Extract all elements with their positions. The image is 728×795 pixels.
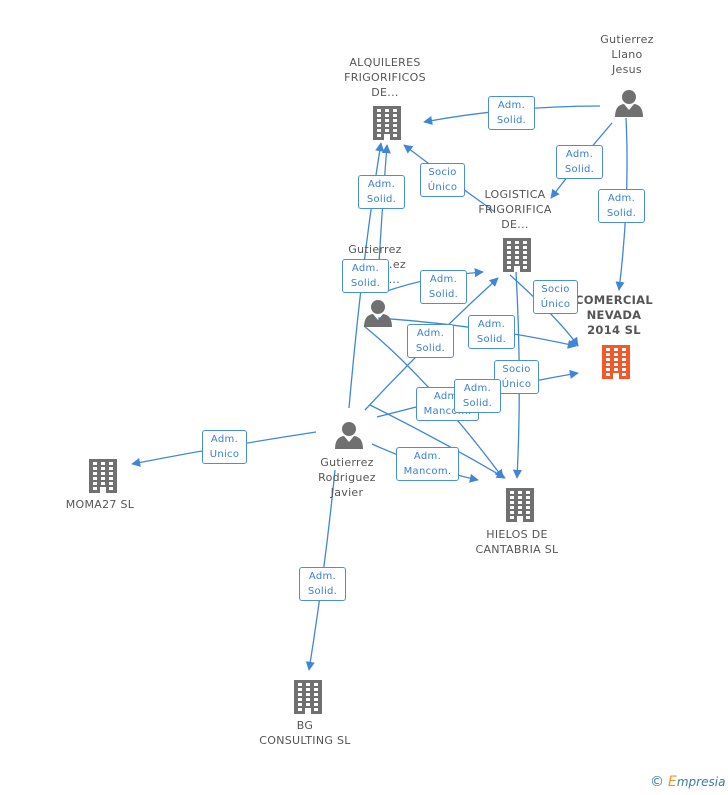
edge-label-line-2: Mancom. xyxy=(423,406,472,417)
edge-label-line-1: Adm. xyxy=(413,451,442,462)
edge-label-adm-solid[interactable]: Adm. Solid. xyxy=(358,175,405,209)
edge-label-adm-mancom[interactable]: Adm. Mancom. xyxy=(416,387,479,421)
copyright-icon: © xyxy=(650,774,664,790)
edge-label-adm-solid[interactable]: Adm. Solid. xyxy=(468,315,515,349)
logistica-line-2: FRIGORIFICA xyxy=(478,203,552,216)
brand-name: mpresia xyxy=(676,775,726,789)
node-alquileres-label[interactable]: ALQUILERES FRIGORIFICOS DE... xyxy=(335,55,435,100)
alquileres-building-icon[interactable] xyxy=(373,106,401,140)
brand-initial: E xyxy=(668,774,677,790)
comercial-line-2: NEVADA xyxy=(586,308,642,322)
rodriguez-line-1: Gutierrez xyxy=(320,456,374,469)
edge-label-line-1: Adm. xyxy=(565,149,594,160)
edge-label-line-1: Adm. xyxy=(367,179,396,190)
edge-label-line-1: Socio xyxy=(502,364,531,375)
rodriguez-person-icon[interactable] xyxy=(335,422,363,449)
alquileres-line-1: ALQUILERES xyxy=(349,56,421,69)
llano-person-icon[interactable] xyxy=(615,90,643,117)
edge-label-line-2: Solid. xyxy=(496,115,527,126)
edge-label-line-2: Solid. xyxy=(564,164,595,175)
edge-label-line-2: Solid. xyxy=(350,278,381,289)
gut-mid-line-1: Gutierrez xyxy=(348,243,402,256)
edge-label-line-1: Socio xyxy=(428,167,457,178)
edge-label-line-2: Solid. xyxy=(462,398,493,409)
comercial-line-1: COMERCIAL xyxy=(574,293,654,307)
edge-label-socio-unico[interactable]: Socio Único xyxy=(494,360,539,394)
edge-label-adm-unico[interactable]: Adm. Unico xyxy=(202,430,247,464)
alquileres-line-2: FRIGORIFICOS xyxy=(344,71,426,84)
edge-label-line-1: Adm. xyxy=(416,328,445,339)
logistica-building-icon[interactable] xyxy=(503,238,531,272)
alquileres-line-3: DE... xyxy=(371,86,399,99)
edge-label-socio-unico[interactable]: Socio Único xyxy=(533,280,578,314)
node-moma27-label[interactable]: MOMA27 SL xyxy=(55,497,145,512)
logistica-line-1: LOGISTICA xyxy=(484,188,546,201)
edge-label-line-1: Adm. xyxy=(429,274,458,285)
edge-label-line-2: Unico xyxy=(209,449,240,460)
bg-line-2: CONSULTING SL xyxy=(259,734,351,747)
node-llano-label[interactable]: Gutierrez Llano Jesus xyxy=(582,32,672,77)
edge-label-line-1: Adm. xyxy=(351,263,380,274)
comercial-line-3: 2014 SL xyxy=(587,323,641,337)
edge-label-line-1: Adm. xyxy=(308,571,337,582)
edge-label-adm-solid[interactable]: Adm. Solid. xyxy=(299,567,346,601)
edge-label-line-2: Único xyxy=(501,379,532,390)
edge-label-adm-solid[interactable]: Adm. Solid. xyxy=(420,270,467,304)
rodriguez-line-2: Rodriguez xyxy=(318,471,376,484)
node-rodriguez-label[interactable]: Gutierrez Rodriguez Javier xyxy=(302,455,392,500)
comercial-building-icon[interactable] xyxy=(602,345,630,379)
edge-label-line-1: Socio xyxy=(541,284,570,295)
edge-label-line-1: Adm. xyxy=(433,391,462,402)
llano-line-1: Gutierrez xyxy=(600,33,654,46)
llano-line-3: Jesus xyxy=(612,63,642,76)
node-hielos-label[interactable]: HIELOS DE CANTABRIA SL xyxy=(465,527,569,557)
node-icons xyxy=(89,90,643,714)
edge-label-adm-solid[interactable]: Adm. Solid. xyxy=(598,189,645,223)
edge-label-adm-mancom[interactable]: Adm. Mancom. xyxy=(396,447,459,481)
edge-label-line-1: Adm. xyxy=(497,100,526,111)
llano-line-2: Llano xyxy=(611,48,643,61)
edge-label-line-2: Solid. xyxy=(415,343,446,354)
edge-label-line-2: Solid. xyxy=(476,334,507,345)
moma27-line-1: MOMA27 SL xyxy=(65,498,135,511)
node-bg-label[interactable]: BG CONSULTING SL xyxy=(250,718,360,748)
gut-mid-line-3: ... xyxy=(388,273,400,286)
bg-building-icon[interactable] xyxy=(294,680,322,714)
edge-label-adm-solid[interactable]: Adm. Solid. xyxy=(556,145,603,179)
edge-label-line-1: Adm. xyxy=(210,434,239,445)
empresia-brand[interactable]: ©Empresia xyxy=(650,774,725,790)
edge-label-adm-solid[interactable]: Adm. Solid. xyxy=(342,259,389,293)
edge-label-line-1: Adm. xyxy=(463,383,492,394)
edge-label-socio-unico[interactable]: Socio Único xyxy=(420,163,465,197)
bg-line-1: BG xyxy=(296,719,314,732)
logistica-line-3: DE... xyxy=(501,218,529,231)
edge-rodriguez-to-hielos xyxy=(369,404,506,479)
edge-label-line-2: Solid. xyxy=(606,208,637,219)
moma27-building-icon[interactable] xyxy=(89,459,117,493)
node-comercial-label[interactable]: COMERCIAL NEVADA 2014 SL xyxy=(566,293,662,338)
edge-label-adm-solid[interactable]: Adm. Solid. xyxy=(454,379,501,413)
edge-label-line-2: Solid. xyxy=(307,586,338,597)
hielos-building-icon[interactable] xyxy=(506,488,534,522)
hielos-line-2: CANTABRIA SL xyxy=(475,543,559,556)
edge-label-line-2: Único xyxy=(540,299,571,310)
node-logistica-label[interactable]: LOGISTICA FRIGORIFICA DE... xyxy=(465,187,565,232)
hielos-line-1: HIELOS DE xyxy=(486,528,548,541)
edge-label-line-2: Solid. xyxy=(366,194,397,205)
edge-label-adm-solid[interactable]: Adm. Solid. xyxy=(407,324,454,358)
rodriguez-line-3: Javier xyxy=(330,486,364,499)
edge-label-line-2: Mancom. xyxy=(403,466,452,477)
edge-label-line-2: Único xyxy=(427,182,458,193)
edge-label-adm-solid[interactable]: Adm. Solid. xyxy=(488,96,535,130)
gut-mid-person-icon[interactable] xyxy=(364,300,392,327)
edge-label-line-2: Solid. xyxy=(428,289,459,300)
edge-label-line-1: Adm. xyxy=(477,319,506,330)
edge-label-line-1: Adm. xyxy=(607,193,636,204)
